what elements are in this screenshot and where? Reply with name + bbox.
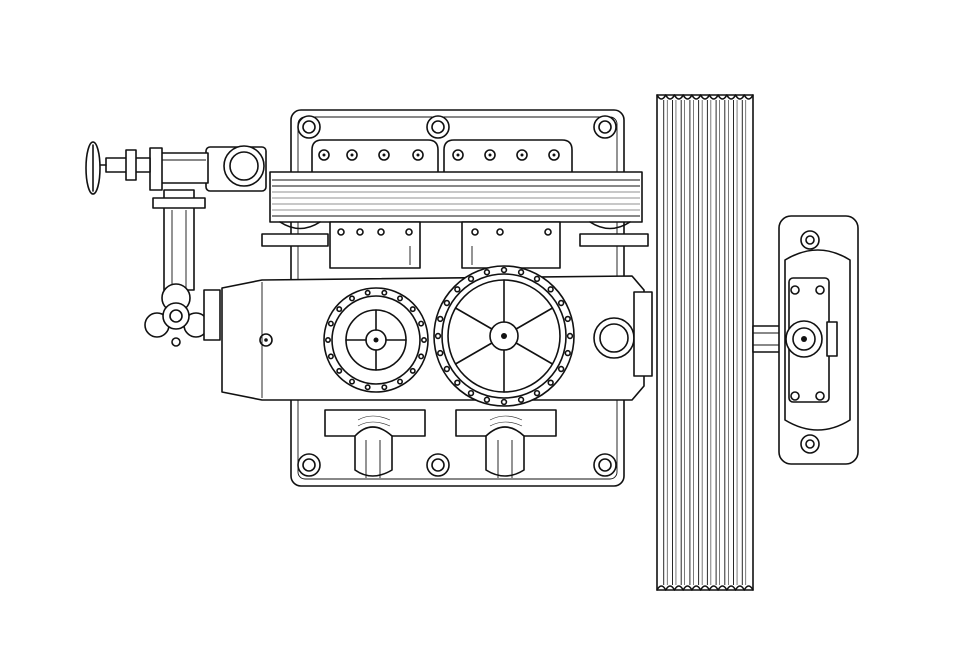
shaft-boss xyxy=(593,291,653,377)
valve-chest xyxy=(311,139,573,176)
valve-brackets xyxy=(261,221,649,269)
right-wheel xyxy=(433,265,575,407)
pump-barrels xyxy=(324,409,557,478)
left-gear-wheel xyxy=(323,287,429,393)
outboard-bearing xyxy=(778,215,859,465)
base-bolts xyxy=(297,115,617,477)
rope-pulley xyxy=(656,94,754,591)
steam-pipe xyxy=(269,171,643,230)
cylinder-block xyxy=(221,275,645,401)
inlet-piping xyxy=(85,141,267,347)
